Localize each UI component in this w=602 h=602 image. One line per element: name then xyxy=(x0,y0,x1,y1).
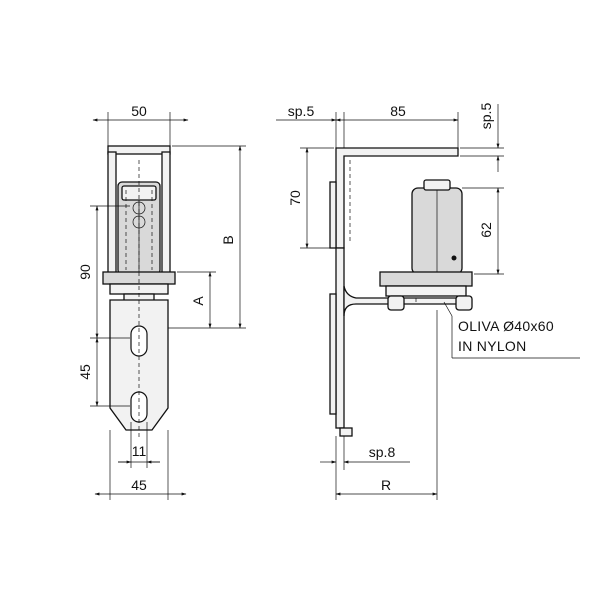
dim-side-85: 85 xyxy=(390,103,406,119)
front-left-cheek xyxy=(107,151,117,275)
dim-side-r: R xyxy=(381,477,391,493)
side-top-mount xyxy=(329,181,337,249)
side-roller-cap xyxy=(423,179,451,191)
dim-side-sp8: sp.8 xyxy=(369,444,396,460)
dim-front-b: B xyxy=(220,235,236,244)
dim-front-slot: 11 xyxy=(132,443,147,459)
dim-front-top-width: 50 xyxy=(131,103,147,119)
note-olive-line1: OLIVA Ø40x60 xyxy=(458,318,554,334)
dim-side-70: 70 xyxy=(287,190,303,206)
side-collar-ring xyxy=(385,285,467,297)
dim-side-sp5-right: sp.5 xyxy=(478,103,494,130)
dim-front-bottom-width: 45 xyxy=(131,477,147,493)
front-top-cap xyxy=(107,145,171,155)
side-view: sp.5 85 sp.5 70 62 OLIVA Ø40x60 IN NYLON… xyxy=(276,103,580,500)
side-nut-right xyxy=(455,295,473,311)
front-right-cheek xyxy=(161,151,171,275)
side-bottom-foot xyxy=(339,427,353,437)
dim-side-62: 62 xyxy=(478,222,494,238)
front-view: 50 B A 90 45 11 45 xyxy=(77,103,246,500)
side-vertical-strip xyxy=(335,247,345,429)
dim-front-a: A xyxy=(190,296,206,306)
dim-side-sp5-top: sp.5 xyxy=(288,103,315,119)
note-olive-line2: IN NYLON xyxy=(458,338,527,354)
dim-front-90: 90 xyxy=(77,264,93,280)
side-nut-left xyxy=(387,295,405,311)
side-bottom-mount xyxy=(329,293,337,415)
side-collar-plate xyxy=(379,271,473,287)
dim-front-45-vertical: 45 xyxy=(77,364,93,380)
